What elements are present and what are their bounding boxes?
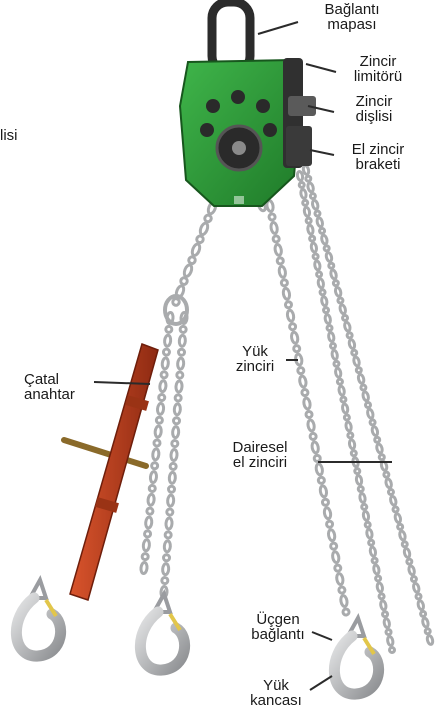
hand-chain-mechanism [283,58,316,168]
chains-group [140,165,433,653]
chain-master-ring [165,296,187,324]
label-connection-link: Bağlantı mapası [302,2,402,32]
label-load-hook-line1: Yük [238,678,314,693]
label-chain-limiter-line1: Zincir [338,54,418,69]
load-chain-left-upper [172,201,217,306]
label-cropped-left-text: lisi [0,128,18,143]
label-chain-gear: Zincir dişlisi [334,94,414,124]
hook-right [334,618,378,694]
label-fork-wrench-line2: anahtar [24,387,75,402]
load-chain-center [266,200,349,615]
label-chain-gear-line2: dişlisi [334,109,414,124]
label-hand-chain-bracket-line1: El zincir [338,142,418,157]
label-triangle-link-line2: bağlantı [236,627,320,642]
label-hand-chain-bracket-line2: braketi [338,157,418,172]
label-load-chain-line1: Yük [222,344,288,359]
label-chain-limiter-line2: limitörü [338,69,418,84]
label-load-chain: Yük zinciri [222,344,288,374]
label-load-chain-line2: zinciri [222,359,288,374]
label-chain-limiter: Zincir limitörü [338,54,418,84]
label-connection-link-line2: mapası [302,17,402,32]
hook-middle [140,594,184,670]
label-fork-wrench: Çatal anahtar [24,372,75,402]
hand-chain-outer [302,165,433,645]
label-triangle-link-line1: Üçgen [236,612,320,627]
label-connection-link-line1: Bağlantı [302,2,402,17]
label-chain-gear-line1: Zincir [334,94,414,109]
label-hand-chain-bracket: El zincir braketi [338,142,418,172]
label-load-hook: Yük kancası [238,678,314,708]
label-hand-chain-loop-line1: Dairesel [208,440,312,455]
label-cropped-left: lisi [0,128,18,143]
hoist-body [180,60,300,206]
hook-left [16,580,60,656]
label-triangle-link: Üçgen bağlantı [236,612,320,642]
label-hand-chain-loop-line2: el zinciri [208,455,312,470]
label-fork-wrench-line1: Çatal [24,372,75,387]
label-hand-chain-loop: Dairesel el zinciri [208,440,312,470]
label-load-hook-line2: kancası [238,693,314,708]
